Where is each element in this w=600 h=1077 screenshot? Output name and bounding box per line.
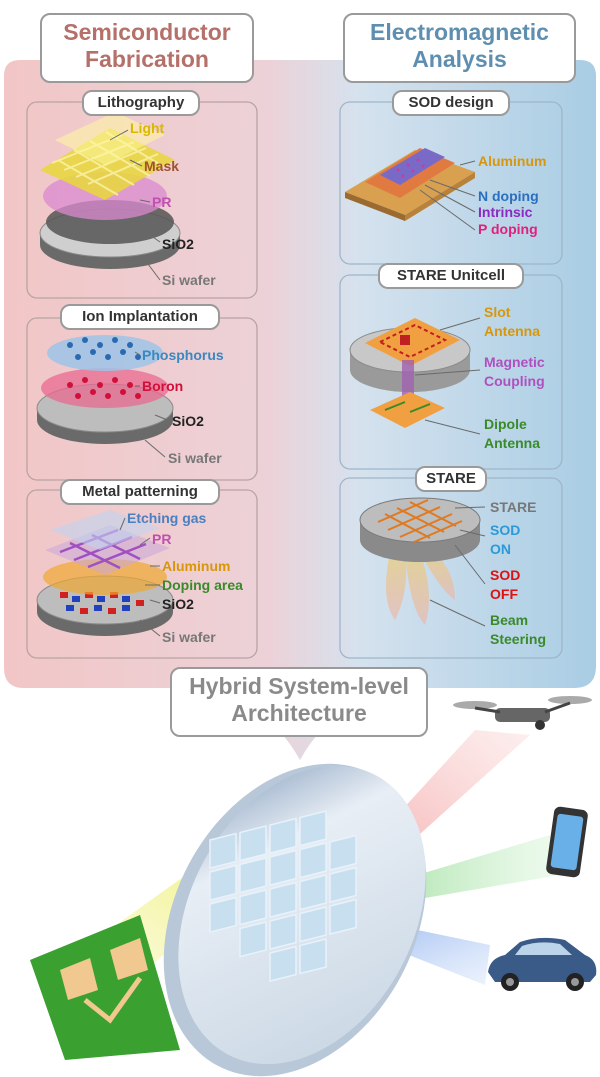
car-icon bbox=[488, 937, 597, 991]
label-sod-on-2: ON bbox=[490, 541, 511, 557]
label-sio2: SiO2 bbox=[162, 236, 194, 252]
label-beam-steering-1: Beam bbox=[490, 612, 529, 628]
label-sod-off-2: OFF bbox=[490, 586, 518, 602]
metal-patterning-illustration bbox=[36, 510, 174, 636]
label-pr: PR bbox=[152, 531, 172, 547]
panel-title-text: STARE Unitcell bbox=[396, 267, 506, 284]
leader-lines bbox=[109, 129, 486, 637]
label-boron: Boron bbox=[142, 378, 184, 394]
header-line-1: Hybrid System-level bbox=[189, 673, 409, 699]
header-semiconductor-fabrication: Semiconductor Fabrication bbox=[40, 13, 254, 83]
ion-implantation-illustration bbox=[36, 335, 174, 444]
header-electromagnetic-analysis: Electromagnetic Analysis bbox=[343, 13, 576, 83]
label-si-wafer: Si wafer bbox=[162, 629, 216, 645]
panel-title-text: SOD design bbox=[408, 94, 494, 111]
panel-title-stare-unitcell: STARE Unitcell bbox=[378, 263, 524, 289]
label-sio2: SiO2 bbox=[172, 413, 204, 429]
header-hybrid-architecture: Hybrid System-level Architecture bbox=[170, 667, 428, 737]
header-line-1: Electromagnetic bbox=[370, 19, 549, 45]
panel-title-stare: STARE bbox=[415, 466, 487, 492]
header-line-2: Analysis bbox=[412, 46, 507, 72]
antenna-board-icon bbox=[30, 915, 180, 1060]
label-slot-antenna-2: Antenna bbox=[484, 323, 540, 339]
label-si-wafer: Si wafer bbox=[168, 450, 222, 466]
header-line-1: Semiconductor bbox=[63, 19, 231, 45]
label-sod-off-1: SOD bbox=[490, 567, 521, 583]
panel-title-ion-implantation: Ion Implantation bbox=[60, 304, 220, 330]
smartphone-icon bbox=[546, 806, 588, 878]
label-aluminum: Aluminum bbox=[162, 558, 231, 574]
label-si-wafer: Si wafer bbox=[162, 272, 216, 288]
stare-illustration bbox=[359, 497, 481, 625]
label-magnetic-coupling-2: Coupling bbox=[484, 373, 545, 389]
panel-title-text: Ion Implantation bbox=[82, 308, 198, 325]
panel-title-sod-design: SOD design bbox=[392, 90, 510, 116]
label-etching-gas: Etching gas bbox=[127, 510, 207, 526]
label-phosphorus: Phosphorus bbox=[142, 347, 224, 363]
label-p-doping: P doping bbox=[478, 221, 538, 237]
panel-title-metal-patterning: Metal patterning bbox=[60, 479, 220, 505]
label-n-doping: N doping bbox=[478, 188, 539, 204]
drone-icon bbox=[453, 696, 592, 730]
label-stare: STARE bbox=[490, 499, 537, 515]
label-light: Light bbox=[130, 120, 165, 136]
label-sio2: SiO2 bbox=[162, 596, 194, 612]
label-aluminum: Aluminum bbox=[478, 153, 547, 169]
panel-title-text: Metal patterning bbox=[82, 483, 198, 500]
sod-design-illustration bbox=[345, 148, 475, 221]
label-dipole-antenna-1: Dipole bbox=[484, 416, 527, 432]
panel-title-text: Lithography bbox=[97, 94, 185, 111]
stare-unitcell-illustration bbox=[349, 318, 471, 428]
label-slot-antenna-1: Slot bbox=[484, 304, 511, 320]
header-line-2: Fabrication bbox=[85, 46, 209, 72]
header-line-2: Architecture bbox=[231, 700, 367, 726]
label-magnetic-coupling-1: Magnetic bbox=[484, 354, 545, 370]
label-sod-on-1: SOD bbox=[490, 522, 521, 538]
label-dipole-antenna-2: Antenna bbox=[484, 435, 540, 451]
label-mask: Mask bbox=[144, 158, 180, 174]
lithography-illustration bbox=[39, 112, 181, 269]
label-pr: PR bbox=[152, 194, 172, 210]
label-beam-steering-2: Steering bbox=[490, 631, 547, 647]
label-intrinsic: Intrinsic bbox=[478, 204, 533, 220]
wafer-lens-icon bbox=[163, 763, 427, 1077]
panel-title-text: STARE bbox=[426, 470, 476, 487]
label-doping-area: Doping area bbox=[162, 577, 243, 593]
panel-title-lithography: Lithography bbox=[82, 90, 200, 116]
